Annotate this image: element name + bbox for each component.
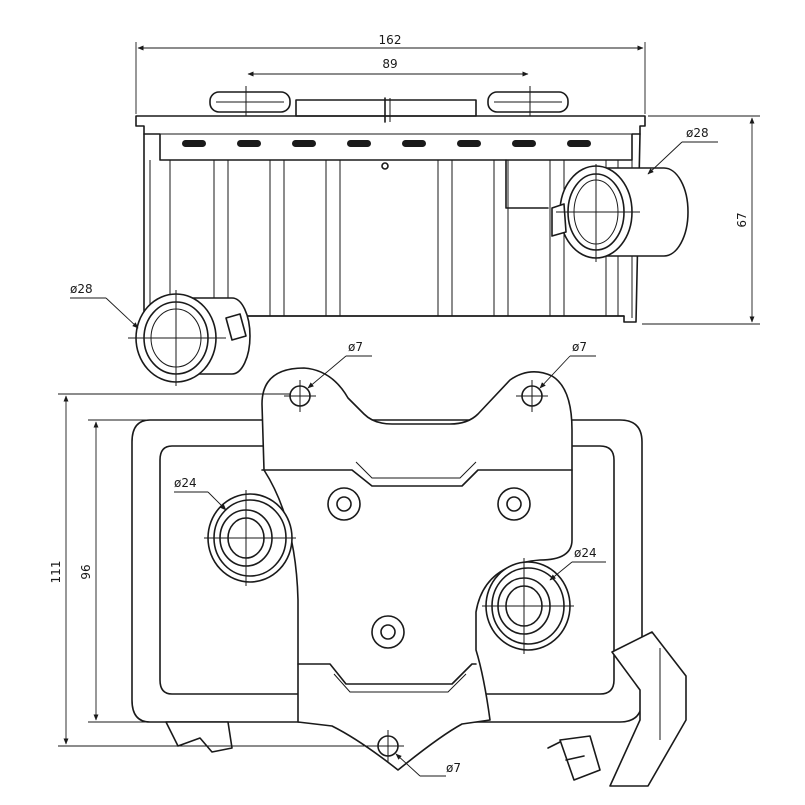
dim-height-side: 67 — [642, 115, 760, 325]
label-left-pipe-dia: ø28 — [70, 282, 93, 296]
dim-height-inner: 96 — [79, 419, 152, 723]
label-hole-bottom: ø7 — [446, 761, 461, 775]
callout-port-right: ø24 — [549, 546, 606, 581]
plan-view: ø7 ø7 ø7 ø24 ø24 111 — [49, 340, 687, 787]
plate-upper-rib — [261, 469, 573, 487]
port-right — [482, 558, 574, 654]
mount-hole-top-left — [284, 380, 316, 412]
top-label-plate — [295, 99, 477, 117]
side-pipe-left — [128, 290, 251, 386]
side-view: 162 89 67 ø28 ø28 — [70, 33, 760, 386]
callout-hole-top-left: ø7 — [307, 340, 372, 389]
side-header — [135, 115, 646, 161]
callout-hole-top-right: ø7 — [539, 340, 596, 389]
plan-inner-frame — [159, 445, 615, 695]
callout-right-pipe: ø28 — [647, 126, 718, 175]
dim-height-outer: 111 — [49, 393, 378, 747]
dim-label-89: 89 — [382, 57, 397, 71]
top-inlet-right — [487, 86, 569, 116]
callout-port-left: ø24 — [174, 476, 227, 511]
label-right-pipe-dia: ø28 — [686, 126, 709, 140]
header-drain — [381, 162, 389, 170]
plan-outlet-stub — [547, 631, 687, 787]
plan-lower-left-stub — [165, 721, 233, 753]
label-port-right: ø24 — [574, 546, 597, 560]
header-slots — [182, 140, 591, 147]
dim-width-overall: 162 — [135, 33, 646, 114]
label-hole-top-right: ø7 — [572, 340, 587, 354]
label-port-left: ø24 — [174, 476, 197, 490]
dim-label-162: 162 — [379, 33, 402, 47]
plate-bosses — [327, 487, 531, 649]
label-hole-top-left: ø7 — [348, 340, 363, 354]
internal-baffle — [505, 159, 549, 209]
top-inlet-left — [209, 86, 291, 116]
dim-label-67: 67 — [735, 212, 749, 227]
callout-left-pipe: ø28 — [70, 282, 139, 329]
dim-inlet-spacing: 89 — [247, 57, 529, 77]
side-core-tubes — [169, 160, 619, 316]
plan-outer-frame — [131, 419, 643, 723]
mount-hole-top-right — [516, 380, 548, 412]
dim-label-111: 111 — [49, 561, 63, 584]
mounting-plate — [261, 367, 573, 771]
dim-label-96: 96 — [79, 564, 93, 579]
port-left — [204, 490, 296, 586]
plate-lower-rib — [297, 663, 477, 685]
side-pipe-right — [551, 164, 689, 262]
callout-hole-bottom: ø7 — [395, 753, 461, 777]
